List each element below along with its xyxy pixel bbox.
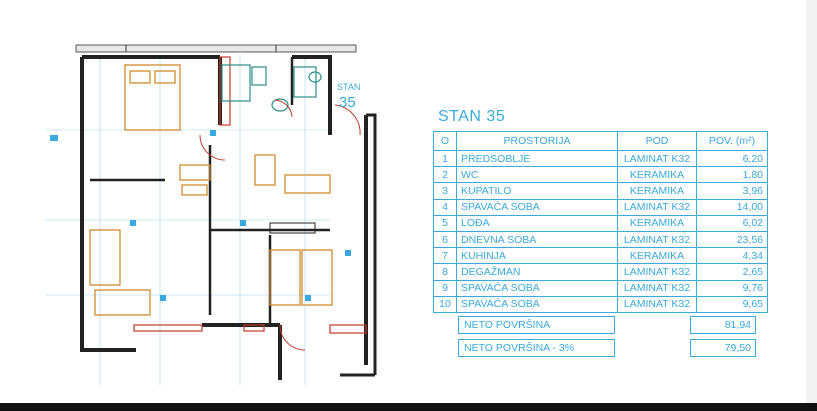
row-no: 10 xyxy=(433,295,457,313)
row-area: 4,34 xyxy=(696,247,768,265)
floor-plan-drawing: STAN 35 xyxy=(45,44,377,385)
wall-hatch xyxy=(133,56,367,334)
net-area-label: NETO POVRŠINA xyxy=(458,316,615,334)
row-floor: KERAMIKA xyxy=(617,166,697,184)
row-area: 9,76 xyxy=(696,279,768,297)
bottom-strip xyxy=(0,403,817,411)
row-area: 6,20 xyxy=(696,149,768,168)
row-room: DEGAŽMAN xyxy=(456,263,618,281)
row-room: KUPATILO xyxy=(456,182,618,200)
bathroom-fixtures xyxy=(221,64,322,112)
row-room: WC xyxy=(456,166,618,184)
row-no: 4 xyxy=(433,198,457,216)
header-room: PROSTORIJA xyxy=(456,131,618,151)
row-room: DNEVNA SOBA xyxy=(456,230,618,249)
stan-label: STAN xyxy=(337,82,360,92)
row-no: 7 xyxy=(433,247,457,265)
row-area: 6,02 xyxy=(696,214,768,232)
row-floor: LAMINAT K32 xyxy=(617,198,697,216)
row-floor: LAMINAT K32 xyxy=(617,295,697,313)
dimension-grid xyxy=(45,55,330,385)
row-floor: LAMINAT K32 xyxy=(617,263,697,281)
net-area-value: 81,94 xyxy=(690,316,756,334)
row-room: LOĐA xyxy=(456,214,618,232)
double-bed xyxy=(124,64,181,131)
row-floor: LAMINAT K32 xyxy=(617,230,697,249)
row-area: 9,65 xyxy=(696,295,768,313)
sofa xyxy=(89,229,121,286)
row-room: PREDSOBLJE xyxy=(456,149,618,168)
row-room: SPAVAĆA SOBA xyxy=(456,279,618,297)
single-bed-1 xyxy=(269,249,301,306)
row-room: SPAVAĆA SOBA xyxy=(456,295,618,313)
right-walls xyxy=(340,113,377,377)
row-floor: KERAMIKA xyxy=(617,247,697,265)
table-header-row: O PROSTORIJA POD POV. (m²) xyxy=(433,131,768,151)
row-area: 2,65 xyxy=(696,263,768,281)
row-floor: LAMINAT K32 xyxy=(617,279,697,297)
row-no: 5 xyxy=(433,214,457,232)
door-swings xyxy=(199,99,361,351)
row-area: 14,00 xyxy=(696,198,768,216)
stan-number: 35 xyxy=(339,94,356,111)
row-room: KUHINJA xyxy=(456,247,618,265)
row-floor: KERAMIKA xyxy=(617,182,697,200)
net-area-reduced-label: NETO POVRŠINA - 3% xyxy=(458,339,615,357)
row-no: 2 xyxy=(433,166,457,184)
row-room: SPAVAĆA SOBA xyxy=(456,198,618,216)
header-floor: POD xyxy=(617,131,697,151)
furniture xyxy=(89,64,333,316)
row-area: 3,96 xyxy=(696,182,768,200)
single-bed-2 xyxy=(301,249,333,306)
row-floor: KERAMIKA xyxy=(617,214,697,232)
net-area-reduced-value: 79,50 xyxy=(690,339,756,357)
dimension-markers xyxy=(50,130,351,301)
row-no: 1 xyxy=(433,149,457,168)
row-no: 8 xyxy=(433,263,457,281)
header-no: O xyxy=(433,131,457,151)
row-no: 9 xyxy=(433,279,457,297)
header-area: POV. (m²) xyxy=(696,131,768,151)
page-edge xyxy=(806,0,817,411)
row-no: 6 xyxy=(433,230,457,249)
table xyxy=(94,289,151,316)
row-area: 1,80 xyxy=(696,166,768,184)
top-wall-strip xyxy=(75,44,357,53)
table-title: STAN 35 xyxy=(438,108,506,125)
row-no: 3 xyxy=(433,182,457,200)
row-area: 23,56 xyxy=(696,230,768,249)
row-floor: LAMINAT K32 xyxy=(617,149,697,168)
